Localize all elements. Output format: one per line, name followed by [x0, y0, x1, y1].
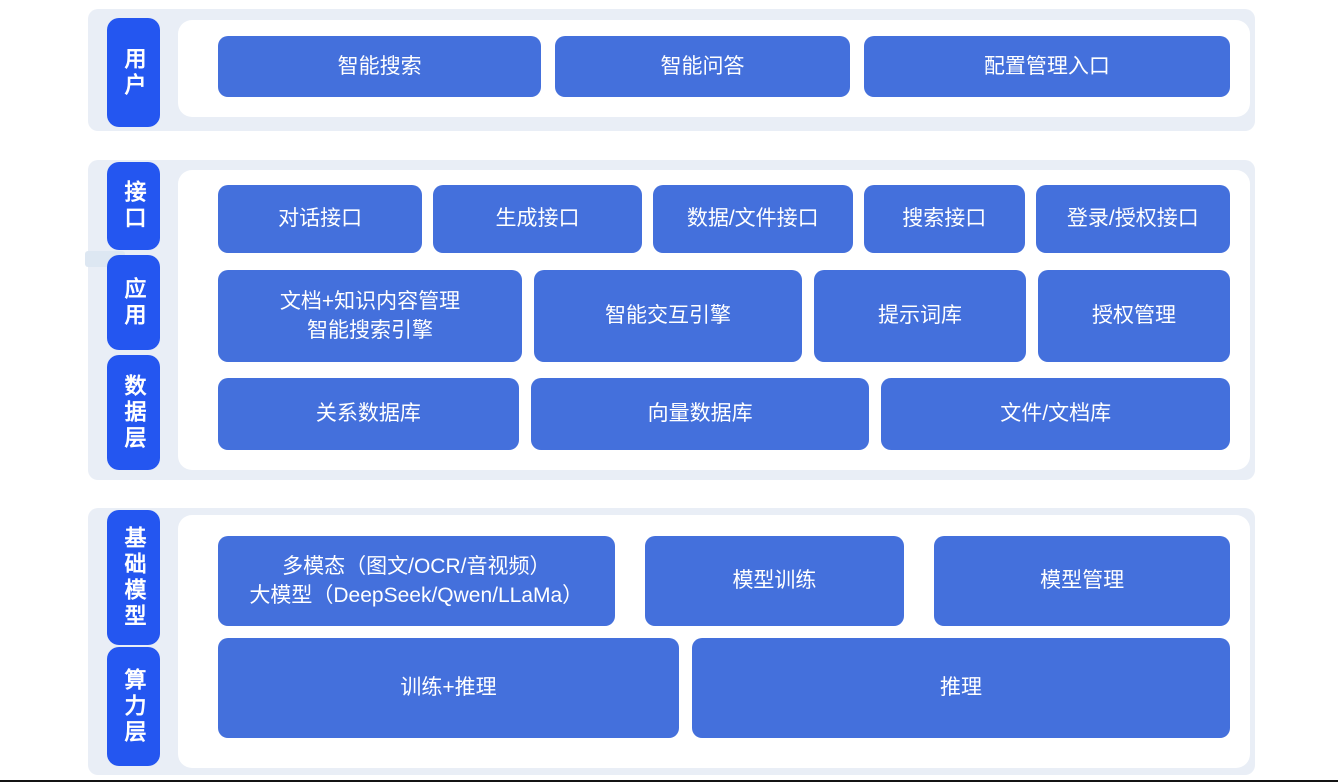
panel-foundation: 多模态（图文/OCR/音视频） 大模型（DeepSeek/Qwen/LLaMa）… [178, 515, 1250, 768]
box-generation-api: 生成接口 [433, 185, 642, 253]
section-middle: 接口 应用 数据层 对话接口 生成接口 数据/文件接口 搜索接口 登录/授权接口 [85, 160, 1255, 480]
box-relational-db: 关系数据库 [218, 378, 519, 450]
row-interfaces: 对话接口 生成接口 数据/文件接口 搜索接口 登录/授权接口 [218, 185, 1230, 253]
section-user: 用户 智能搜索 智能问答 配置管理入口 [88, 9, 1255, 131]
box-training-inference: 训练+推理 [218, 638, 680, 738]
layer-label-foundation-model: 基础模型 [107, 510, 160, 645]
box-prompt-library: 提示词库 [814, 270, 1026, 362]
layer-label-compute: 算力层 [107, 647, 160, 766]
panel-user: 智能搜索 智能问答 配置管理入口 [178, 20, 1250, 117]
box-login-auth-api: 登录/授权接口 [1035, 185, 1230, 253]
box-smart-qa: 智能问答 [555, 36, 850, 97]
bottom-divider-line [0, 780, 1338, 782]
box-smart-search: 智能搜索 [218, 36, 542, 97]
box-multimodal-llm: 多模态（图文/OCR/音视频） 大模型（DeepSeek/Qwen/LLaMa） [218, 536, 615, 626]
box-auth-management: 授权管理 [1038, 270, 1230, 362]
box-data-file-api: 数据/文件接口 [652, 185, 853, 253]
box-doc-knowledge-search-engine: 文档+知识内容管理 智能搜索引擎 [218, 270, 522, 362]
row-models: 多模态（图文/OCR/音视频） 大模型（DeepSeek/Qwen/LLaMa）… [218, 536, 1230, 626]
panel-middle: 对话接口 生成接口 数据/文件接口 搜索接口 登录/授权接口 文档+知识内容管理… [178, 170, 1250, 470]
layer-label-interface: 接口 [107, 162, 160, 250]
box-file-doc-store: 文件/文档库 [881, 378, 1230, 450]
box-model-management: 模型管理 [934, 536, 1230, 626]
row-user-entries: 智能搜索 智能问答 配置管理入口 [218, 36, 1230, 97]
box-config-entry: 配置管理入口 [863, 36, 1230, 97]
layer-label-data: 数据层 [107, 355, 160, 470]
box-vector-db: 向量数据库 [530, 378, 870, 450]
layer-label-application: 应用 [107, 255, 160, 350]
row-applications: 文档+知识内容管理 智能搜索引擎 智能交互引擎 提示词库 授权管理 [218, 270, 1230, 362]
box-inference: 推理 [692, 638, 1230, 738]
row-data-stores: 关系数据库 向量数据库 文件/文档库 [218, 378, 1230, 450]
row-compute: 训练+推理 推理 [218, 638, 1230, 738]
box-dialog-api: 对话接口 [218, 185, 423, 253]
box-smart-interaction-engine: 智能交互引擎 [534, 270, 802, 362]
layer-label-user: 用户 [107, 18, 160, 127]
box-search-api: 搜索接口 [863, 185, 1025, 253]
box-model-training: 模型训练 [644, 536, 905, 626]
section-foundation: 基础模型 算力层 多模态（图文/OCR/音视频） 大模型（DeepSeek/Qw… [88, 508, 1255, 775]
